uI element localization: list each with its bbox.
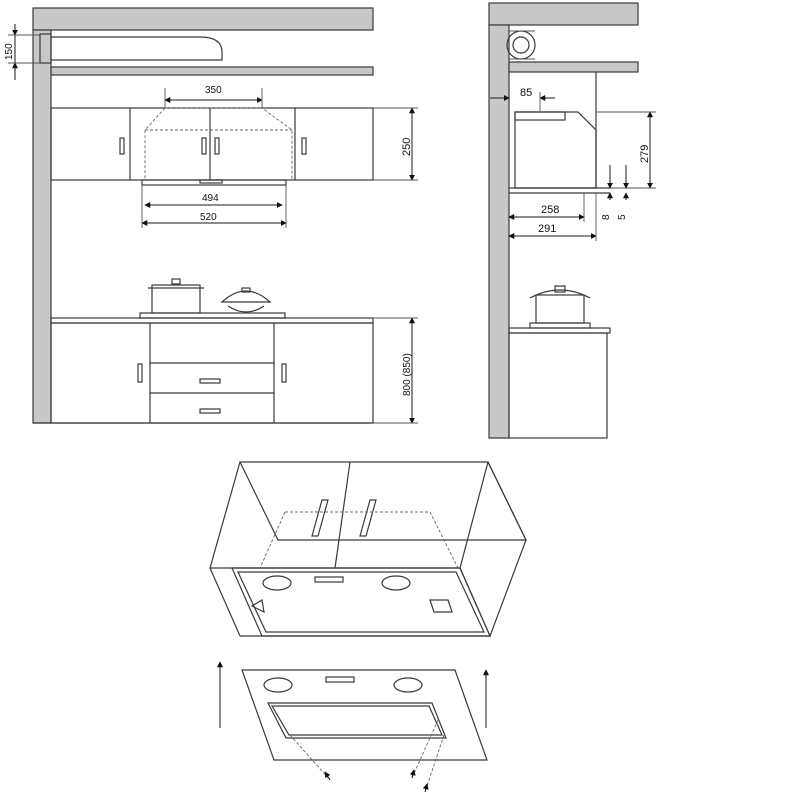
iso-filter-clip-left xyxy=(250,599,265,614)
iso-screw-line-3 xyxy=(424,734,445,793)
iso-screw-arrow-2 xyxy=(409,769,416,779)
iso-handle-left xyxy=(311,499,329,537)
dim-5-label: 5 xyxy=(617,214,628,220)
iso-light-right xyxy=(381,575,411,591)
duct xyxy=(51,36,223,61)
iso-screw-arrow-3 xyxy=(422,783,429,793)
side-shelf xyxy=(508,61,639,73)
dim-800-label: 800 (850) xyxy=(402,353,413,396)
side-base-cabinet xyxy=(508,332,608,439)
iso-cabinet-top xyxy=(239,461,527,541)
cabinet-handle-1 xyxy=(119,137,125,155)
cabinet-handle-4 xyxy=(301,137,307,155)
iso-screw-line-2 xyxy=(411,719,439,779)
pot-icon xyxy=(148,278,204,314)
iso-screw-arrow-1 xyxy=(324,771,331,781)
iso-cabinet-right xyxy=(459,461,527,638)
dim-291-label: 291 xyxy=(538,223,556,235)
iso-hidden-hood xyxy=(259,511,459,569)
countertop xyxy=(50,317,374,324)
duct-section-inner xyxy=(512,36,530,54)
iso-light-left xyxy=(262,575,292,591)
side-pot-icon xyxy=(529,285,591,324)
iso-hood-frame-outer xyxy=(231,567,491,637)
side-countertop xyxy=(508,327,611,334)
iso-hood-frame-inner xyxy=(237,571,485,633)
hood-profile xyxy=(514,111,597,189)
iso-filter-opening-inner xyxy=(270,705,443,736)
upper-cabinet-row xyxy=(50,107,374,181)
iso-cabinet-center xyxy=(334,461,351,569)
base-handle-right xyxy=(281,363,287,383)
hood-button-group xyxy=(199,179,223,184)
dim-8-label: 8 xyxy=(601,214,612,220)
iso-handle-right xyxy=(359,499,377,537)
iso-panel-buttons xyxy=(325,676,355,683)
hob-plate xyxy=(139,312,286,319)
ceiling-slab xyxy=(32,7,374,31)
dim-494-label: 494 xyxy=(202,193,219,204)
iso-filter-opening xyxy=(267,702,447,739)
dim-duct-offset-label: 150 xyxy=(4,43,15,60)
cabinet-handle-2 xyxy=(201,137,207,155)
base-cabinet-row xyxy=(50,322,374,424)
iso-filter-clip-right xyxy=(429,599,453,613)
side-hob xyxy=(529,322,591,329)
iso-cabinet-front xyxy=(209,461,489,569)
dim-350-label: 350 xyxy=(205,85,222,96)
iso-panel-light-right xyxy=(393,677,423,693)
isometric-view xyxy=(209,461,527,793)
side-view: 85 279 8 5 258 291 xyxy=(488,2,656,439)
side-ceiling xyxy=(488,2,639,26)
iso-filter-panel xyxy=(241,669,488,761)
base-handle-left xyxy=(137,363,143,383)
drawer-handle-2 xyxy=(199,408,221,414)
wok-icon xyxy=(220,287,272,313)
dim-258-label: 258 xyxy=(541,204,559,216)
hidden-hood-outline xyxy=(144,107,293,180)
dim-250-label: 250 xyxy=(401,138,413,156)
front-view: 150 350 250 494 520 xyxy=(4,7,418,424)
dim-279-label: 279 xyxy=(639,145,651,163)
iso-panel-light-left xyxy=(263,677,293,693)
side-wall xyxy=(488,24,510,439)
cabinet-handle-3 xyxy=(214,137,220,155)
dim-520-label: 520 xyxy=(200,212,217,223)
duct-collar xyxy=(39,33,52,64)
iso-screw-line-1 xyxy=(289,734,331,781)
iso-control-buttons xyxy=(314,576,344,583)
duct-section-outer xyxy=(506,30,536,60)
upper-shelf xyxy=(50,66,374,76)
dim-85-label: 85 xyxy=(520,87,532,99)
iso-hood-side-l xyxy=(209,567,241,637)
left-wall xyxy=(32,29,52,424)
hood-top-box xyxy=(514,111,566,121)
drawer-handle-1 xyxy=(199,378,221,384)
